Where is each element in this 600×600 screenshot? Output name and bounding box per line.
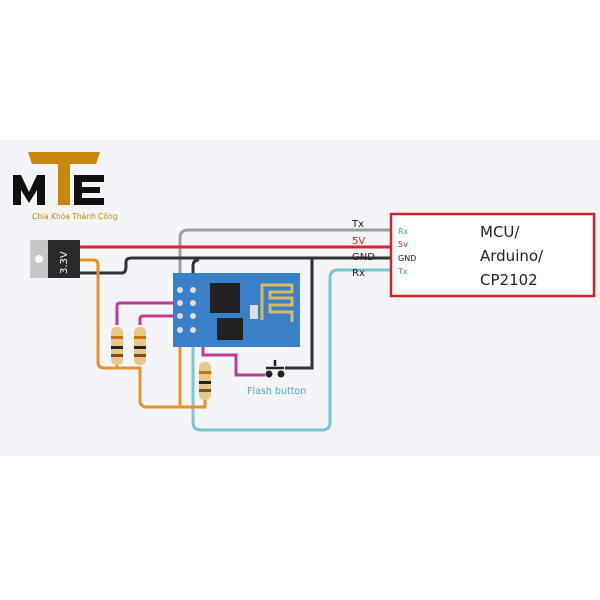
flash-button[interactable] bbox=[265, 360, 285, 378]
resistor bbox=[199, 362, 211, 400]
wire-tx bbox=[178, 228, 390, 290]
wire-label-tx: Tx bbox=[351, 219, 364, 230]
resistor bbox=[134, 327, 146, 365]
mcu-pin-5v: 5v bbox=[398, 240, 408, 249]
flash-button-label: Flash button bbox=[247, 386, 306, 397]
wire-gnd-esp bbox=[191, 258, 200, 290]
esp8266-board bbox=[173, 273, 300, 347]
mcu-pin-rx: Rx bbox=[398, 227, 409, 236]
regulator-label: 3.3V bbox=[59, 251, 70, 274]
wire-label-gnd: GND bbox=[352, 252, 375, 263]
mcu-pin-gnd: GND bbox=[398, 254, 416, 263]
wire-rx bbox=[191, 268, 390, 432]
mcu-title-line: Arduino/ bbox=[480, 247, 544, 265]
mcu-box bbox=[389, 212, 596, 298]
wire-label-rx: Rx bbox=[352, 268, 365, 279]
resistor bbox=[111, 327, 123, 365]
wire-label-5v: 5V bbox=[352, 236, 365, 247]
logo: Chia Khóa Thành Công bbox=[13, 152, 118, 221]
wire-gnd bbox=[80, 256, 390, 275]
mcu-pin-tx: Tx bbox=[397, 267, 408, 276]
wire-magenta-1 bbox=[115, 301, 180, 325]
logo-tagline: Chia Khóa Thành Công bbox=[32, 212, 118, 221]
wire-magenta-2 bbox=[138, 314, 180, 325]
wire-orange bbox=[80, 258, 207, 409]
mcu-title-line: MCU/ bbox=[480, 223, 520, 241]
mcu-title-line: CP2102 bbox=[480, 271, 538, 289]
voltage-regulator: 3.3V bbox=[30, 240, 80, 278]
wire-gnd-button bbox=[285, 258, 314, 370]
